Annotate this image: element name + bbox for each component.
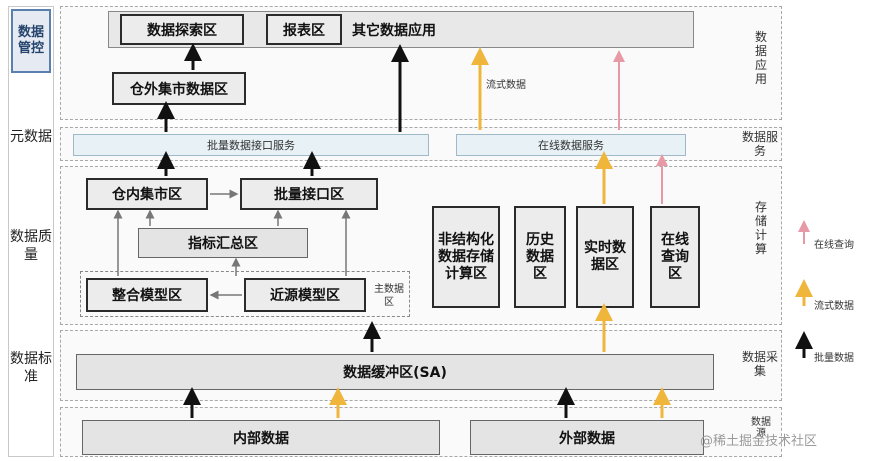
svc-online-data: 在线数据服务 bbox=[456, 134, 686, 156]
box-near-source-model: 近源模型区 bbox=[244, 278, 366, 312]
layer-label-collect: 数据采集 bbox=[741, 350, 778, 378]
label-main-data-zone: 主数据区 bbox=[374, 284, 404, 308]
layer-label-source: 数据源 bbox=[751, 417, 771, 439]
main-data-zone-frame bbox=[80, 271, 410, 317]
box-unstructured: 非结构化数据存储计算区 bbox=[432, 206, 500, 308]
governance-item-metadata: 元数据 bbox=[10, 129, 52, 145]
box-data-buffer: 数据缓冲区(SA) bbox=[76, 354, 714, 390]
governance-title: 数据管控 bbox=[11, 9, 51, 73]
governance-item-quality: 数据质量 bbox=[10, 229, 52, 263]
watermark: @稀土掘金技术社区 bbox=[700, 434, 818, 449]
box-data-explore: 数据探索区 bbox=[120, 14, 244, 45]
box-history: 历史数据区 bbox=[514, 206, 566, 308]
box-external-data: 外部数据 bbox=[470, 420, 704, 455]
stream-data-note: 流式数据 bbox=[486, 80, 526, 91]
box-report: 报表区 bbox=[266, 14, 342, 45]
box-realtime: 实时数据区 bbox=[576, 206, 634, 308]
legend-stream: 流式数据 bbox=[814, 301, 854, 312]
governance-column bbox=[8, 6, 54, 457]
box-internal-data: 内部数据 bbox=[82, 420, 440, 455]
layer-label-storage: 存储计算 bbox=[754, 200, 767, 256]
legend-batch: 批量数据 bbox=[814, 353, 854, 364]
box-batch-iface: 批量接口区 bbox=[240, 178, 378, 210]
governance-item-standard: 数据标准 bbox=[10, 351, 52, 385]
layer-label-app: 数据应用 bbox=[754, 30, 767, 86]
box-inner-mart: 仓内集市区 bbox=[86, 178, 208, 210]
svc-batch-interface: 批量数据接口服务 bbox=[73, 134, 429, 156]
box-metric-summary: 指标汇总区 bbox=[138, 228, 308, 258]
box-online-query: 在线查询区 bbox=[650, 206, 700, 308]
box-outer-mart: 仓外集市数据区 bbox=[112, 72, 246, 105]
legend-online-query: 在线查询 bbox=[814, 240, 854, 251]
box-integrated-model: 整合模型区 bbox=[86, 278, 208, 312]
layer-label-service: 数据服务 bbox=[741, 130, 778, 158]
label-other-app: 其它数据应用 bbox=[352, 22, 436, 39]
